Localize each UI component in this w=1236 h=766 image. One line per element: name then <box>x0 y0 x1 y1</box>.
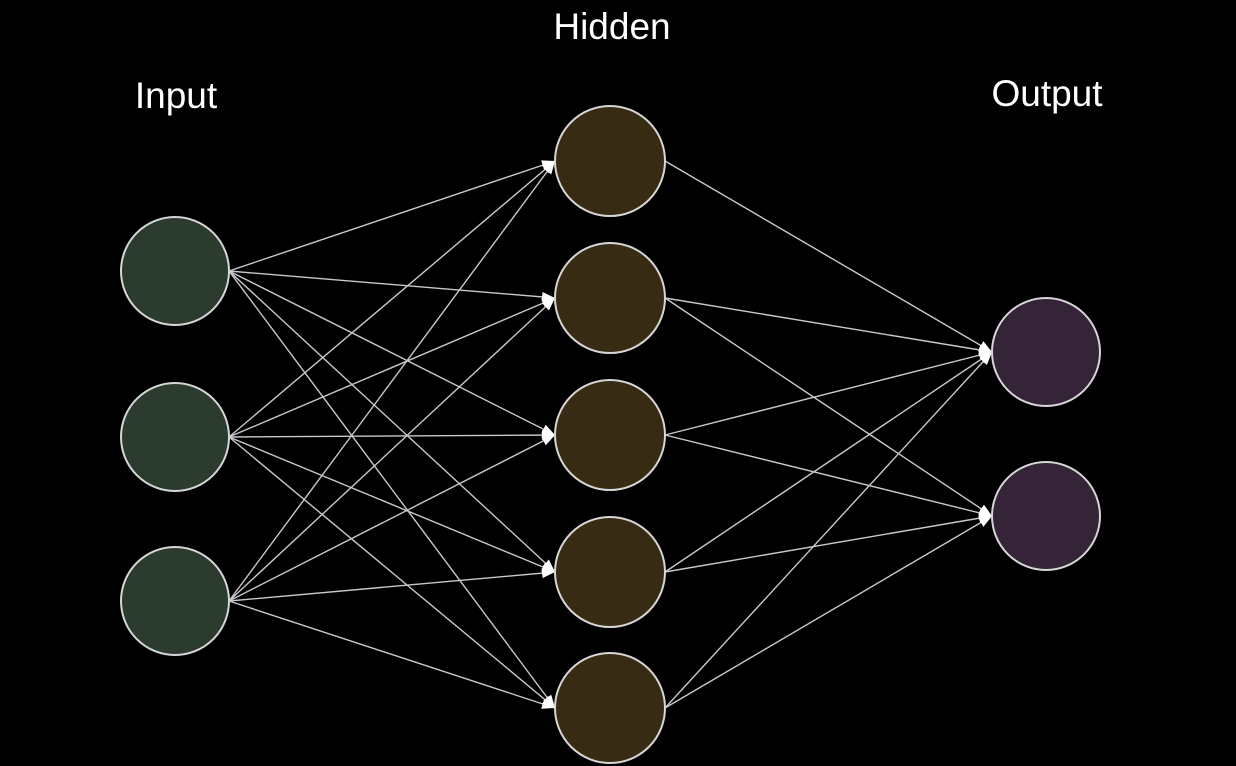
output-node-1 <box>991 297 1101 407</box>
hidden-node-5 <box>554 652 666 764</box>
input-layer-label: Input <box>134 75 218 116</box>
output-layer-label: Output <box>991 73 1103 114</box>
edge-i2-h1 <box>228 297 556 602</box>
hidden-node-3 <box>554 379 666 491</box>
input-node-2 <box>120 382 230 492</box>
edge-h1-o0 <box>664 297 993 355</box>
edge-i1-h4 <box>228 436 556 709</box>
edge-i1-h3 <box>228 436 556 573</box>
edge-i0-h2 <box>228 270 556 436</box>
hidden-node-4 <box>554 516 666 628</box>
edge-i0-h0 <box>228 160 556 272</box>
edge-i0-h4 <box>228 270 556 709</box>
hidden-layer-label: Hidden <box>553 6 671 47</box>
edge-i2-h0 <box>228 160 556 602</box>
output-node-2 <box>991 461 1101 571</box>
edge-h2-o1 <box>664 434 993 518</box>
edge-h4-o1 <box>664 515 993 709</box>
edge-i2-h4 <box>228 600 556 709</box>
edge-h3-o0 <box>664 351 993 573</box>
edge-h0-o0 <box>664 160 993 353</box>
hidden-node-1 <box>554 105 666 217</box>
input-node-1 <box>120 216 230 326</box>
edge-i2-h3 <box>228 568 556 602</box>
edge-h3-o1 <box>664 513 993 573</box>
edge-h1-o1 <box>664 297 993 517</box>
edge-h2-o0 <box>664 350 993 436</box>
input-node-3 <box>120 546 230 656</box>
edge-i0-h3 <box>228 270 556 573</box>
edge-i0-h1 <box>228 270 556 302</box>
edge-h4-o0 <box>664 351 993 709</box>
edges-layer <box>228 160 993 709</box>
nodes-layer <box>120 105 1101 764</box>
edge-i1-h0 <box>228 160 556 438</box>
edge-i1-h2 <box>228 430 556 441</box>
hidden-node-2 <box>554 242 666 354</box>
edge-i2-h2 <box>228 434 556 602</box>
edge-i1-h1 <box>228 297 556 438</box>
